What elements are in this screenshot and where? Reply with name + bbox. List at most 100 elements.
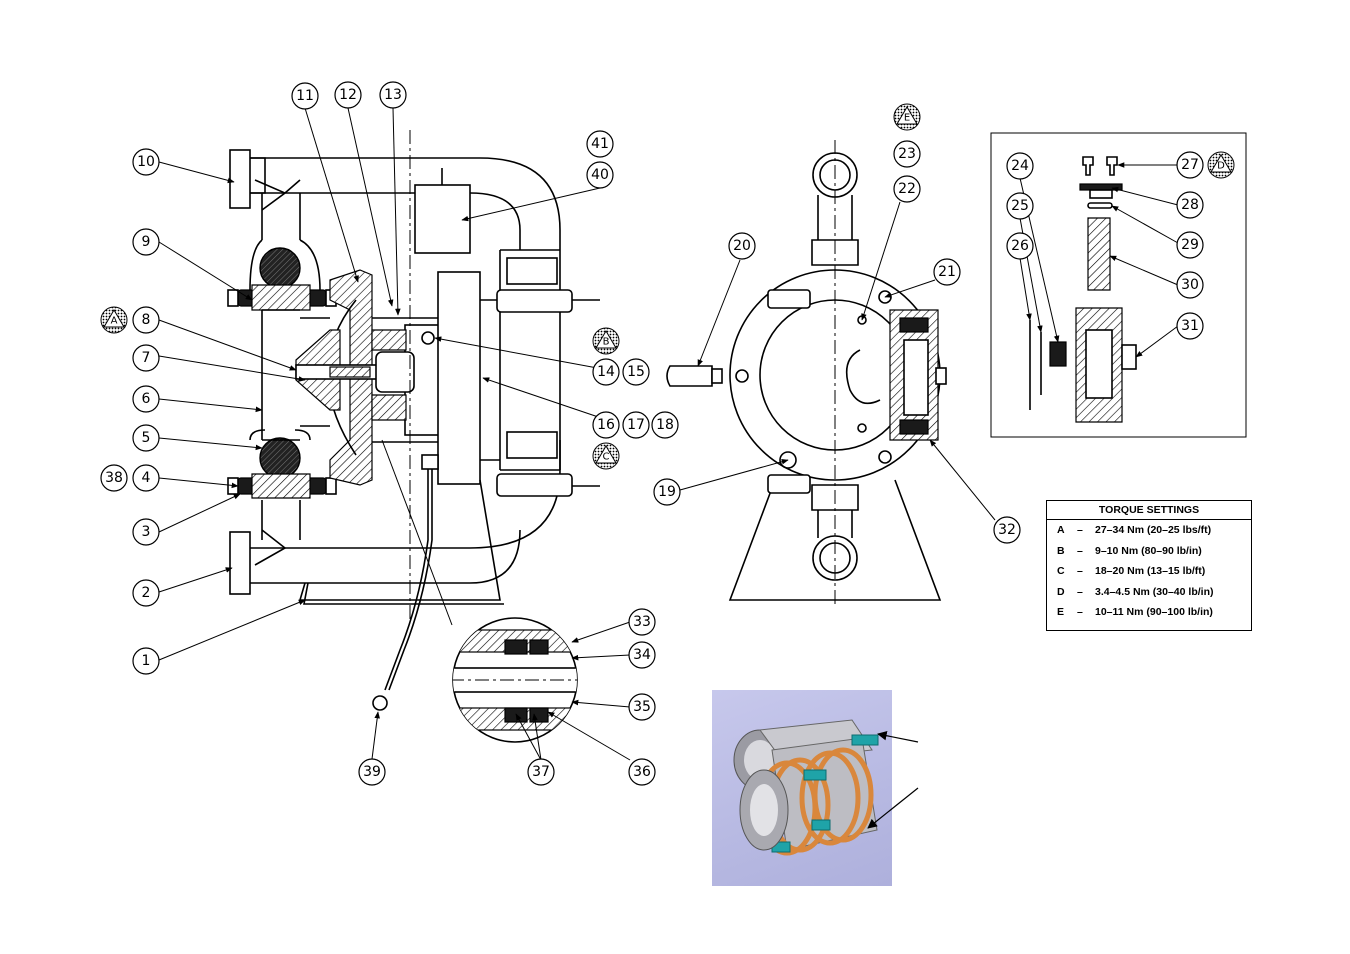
torque-symbol-a: A: [101, 307, 127, 333]
torque-row: C–18–20 Nm (13–15 lb/ft): [1047, 561, 1251, 582]
svg-text:4: 4: [142, 470, 151, 486]
callout-balloon-8: 8: [133, 307, 159, 333]
callout-balloon-2: 2: [133, 580, 159, 606]
svg-text:40: 40: [591, 167, 609, 183]
callout-balloon-34: 34: [629, 642, 655, 668]
svg-text:B: B: [603, 337, 610, 348]
svg-text:6: 6: [142, 391, 151, 407]
callout-balloon-38: 38: [101, 465, 127, 491]
svg-text:7: 7: [142, 350, 151, 366]
callout-balloon-5: 5: [133, 425, 159, 451]
svg-text:10: 10: [137, 154, 155, 170]
svg-text:27: 27: [1181, 157, 1199, 173]
svg-text:31: 31: [1181, 318, 1199, 334]
torque-row: E–10–11 Nm (90–100 lb/in): [1047, 602, 1251, 623]
svg-text:12: 12: [339, 87, 357, 103]
svg-text:C: C: [603, 452, 610, 463]
torque-row: B–9–10 Nm (80–90 lb/in): [1047, 541, 1251, 562]
callout-balloon-25: 25: [1007, 193, 1033, 219]
callout-balloon-26: 26: [1007, 233, 1033, 259]
svg-text:23: 23: [898, 146, 916, 162]
svg-text:14: 14: [597, 364, 615, 380]
callout-balloon-16: 16: [593, 412, 619, 438]
svg-text:17: 17: [627, 417, 645, 433]
seal-detail-view: [450, 618, 580, 742]
svg-text:D: D: [1217, 161, 1225, 172]
callout-balloon-32: 32: [994, 517, 1020, 543]
svg-text:5: 5: [142, 430, 151, 446]
callout-balloon-6: 6: [133, 386, 159, 412]
svg-text:37: 37: [532, 764, 550, 780]
torque-settings-table: TORQUE SETTINGS A–27–34 Nm (20–25 lbs/ft…: [1046, 500, 1252, 631]
svg-text:20: 20: [733, 238, 751, 254]
callout-balloon-39: 39: [359, 759, 385, 785]
svg-text:25: 25: [1011, 198, 1029, 214]
callout-balloon-1: 1: [133, 648, 159, 674]
svg-text:29: 29: [1181, 237, 1199, 253]
callout-balloon-24: 24: [1007, 153, 1033, 179]
callout-balloon-22: 22: [894, 176, 920, 202]
svg-text:15: 15: [627, 364, 645, 380]
callout-balloon-20: 20: [729, 233, 755, 259]
svg-text:2: 2: [142, 585, 151, 601]
photo-arrows: [860, 720, 930, 840]
svg-text:19: 19: [658, 484, 676, 500]
callout-balloon-17: 17: [623, 412, 649, 438]
svg-text:3: 3: [142, 524, 151, 540]
torque-table-title: TORQUE SETTINGS: [1047, 501, 1251, 520]
svg-text:E: E: [904, 113, 910, 124]
callout-balloon-7: 7: [133, 345, 159, 371]
callout-balloon-41: 41: [587, 131, 613, 157]
callout-balloon-31: 31: [1177, 313, 1203, 339]
callout-balloon-12: 12: [335, 82, 361, 108]
svg-text:21: 21: [938, 264, 956, 280]
torque-symbol-d: D: [1208, 152, 1234, 178]
svg-text:34: 34: [633, 647, 651, 663]
callout-balloon-27: 27: [1177, 152, 1203, 178]
svg-text:32: 32: [998, 522, 1016, 538]
callout-balloon-19: 19: [654, 479, 680, 505]
callout-balloon-28: 28: [1177, 192, 1203, 218]
svg-text:30: 30: [1181, 277, 1199, 293]
svg-text:16: 16: [597, 417, 615, 433]
torque-row: D–3.4–4.5 Nm (30–40 lb/in): [1047, 582, 1251, 603]
svg-text:1: 1: [142, 653, 151, 669]
air-valve-exploded-view: [991, 133, 1246, 437]
svg-text:9: 9: [142, 234, 151, 250]
callout-balloon-9: 9: [133, 229, 159, 255]
callout-balloon-30: 30: [1177, 272, 1203, 298]
callout-balloon-4: 4: [133, 465, 159, 491]
svg-text:18: 18: [656, 417, 674, 433]
svg-text:38: 38: [105, 470, 123, 486]
torque-symbol-e: E: [894, 104, 920, 130]
svg-text:35: 35: [633, 699, 651, 715]
svg-text:41: 41: [591, 136, 609, 152]
callout-balloon-35: 35: [629, 694, 655, 720]
callout-balloon-36: 36: [629, 759, 655, 785]
svg-text:36: 36: [633, 764, 651, 780]
callout-balloon-3: 3: [133, 519, 159, 545]
callout-balloon-29: 29: [1177, 232, 1203, 258]
torque-symbol-b: B: [593, 328, 619, 354]
svg-text:8: 8: [142, 312, 151, 328]
svg-text:28: 28: [1181, 197, 1199, 213]
callout-balloon-37: 37: [528, 759, 554, 785]
callout-balloon-18: 18: [652, 412, 678, 438]
callout-balloon-14: 14: [593, 359, 619, 385]
svg-text:11: 11: [296, 88, 314, 104]
callout-balloon-21: 21: [934, 259, 960, 285]
svg-text:24: 24: [1011, 158, 1029, 174]
svg-text:A: A: [111, 316, 118, 327]
callout-balloon-23: 23: [894, 141, 920, 167]
torque-symbol-c: C: [593, 443, 619, 469]
torque-row: A–27–34 Nm (20–25 lbs/ft): [1047, 520, 1251, 541]
end-view: [667, 140, 946, 605]
svg-text:39: 39: [363, 764, 381, 780]
callout-balloon-11: 11: [292, 83, 318, 109]
callout-balloon-10: 10: [133, 149, 159, 175]
callout-balloon-15: 15: [623, 359, 649, 385]
svg-text:33: 33: [633, 614, 651, 630]
callout-balloon-33: 33: [629, 609, 655, 635]
callout-balloon-40: 40: [587, 162, 613, 188]
